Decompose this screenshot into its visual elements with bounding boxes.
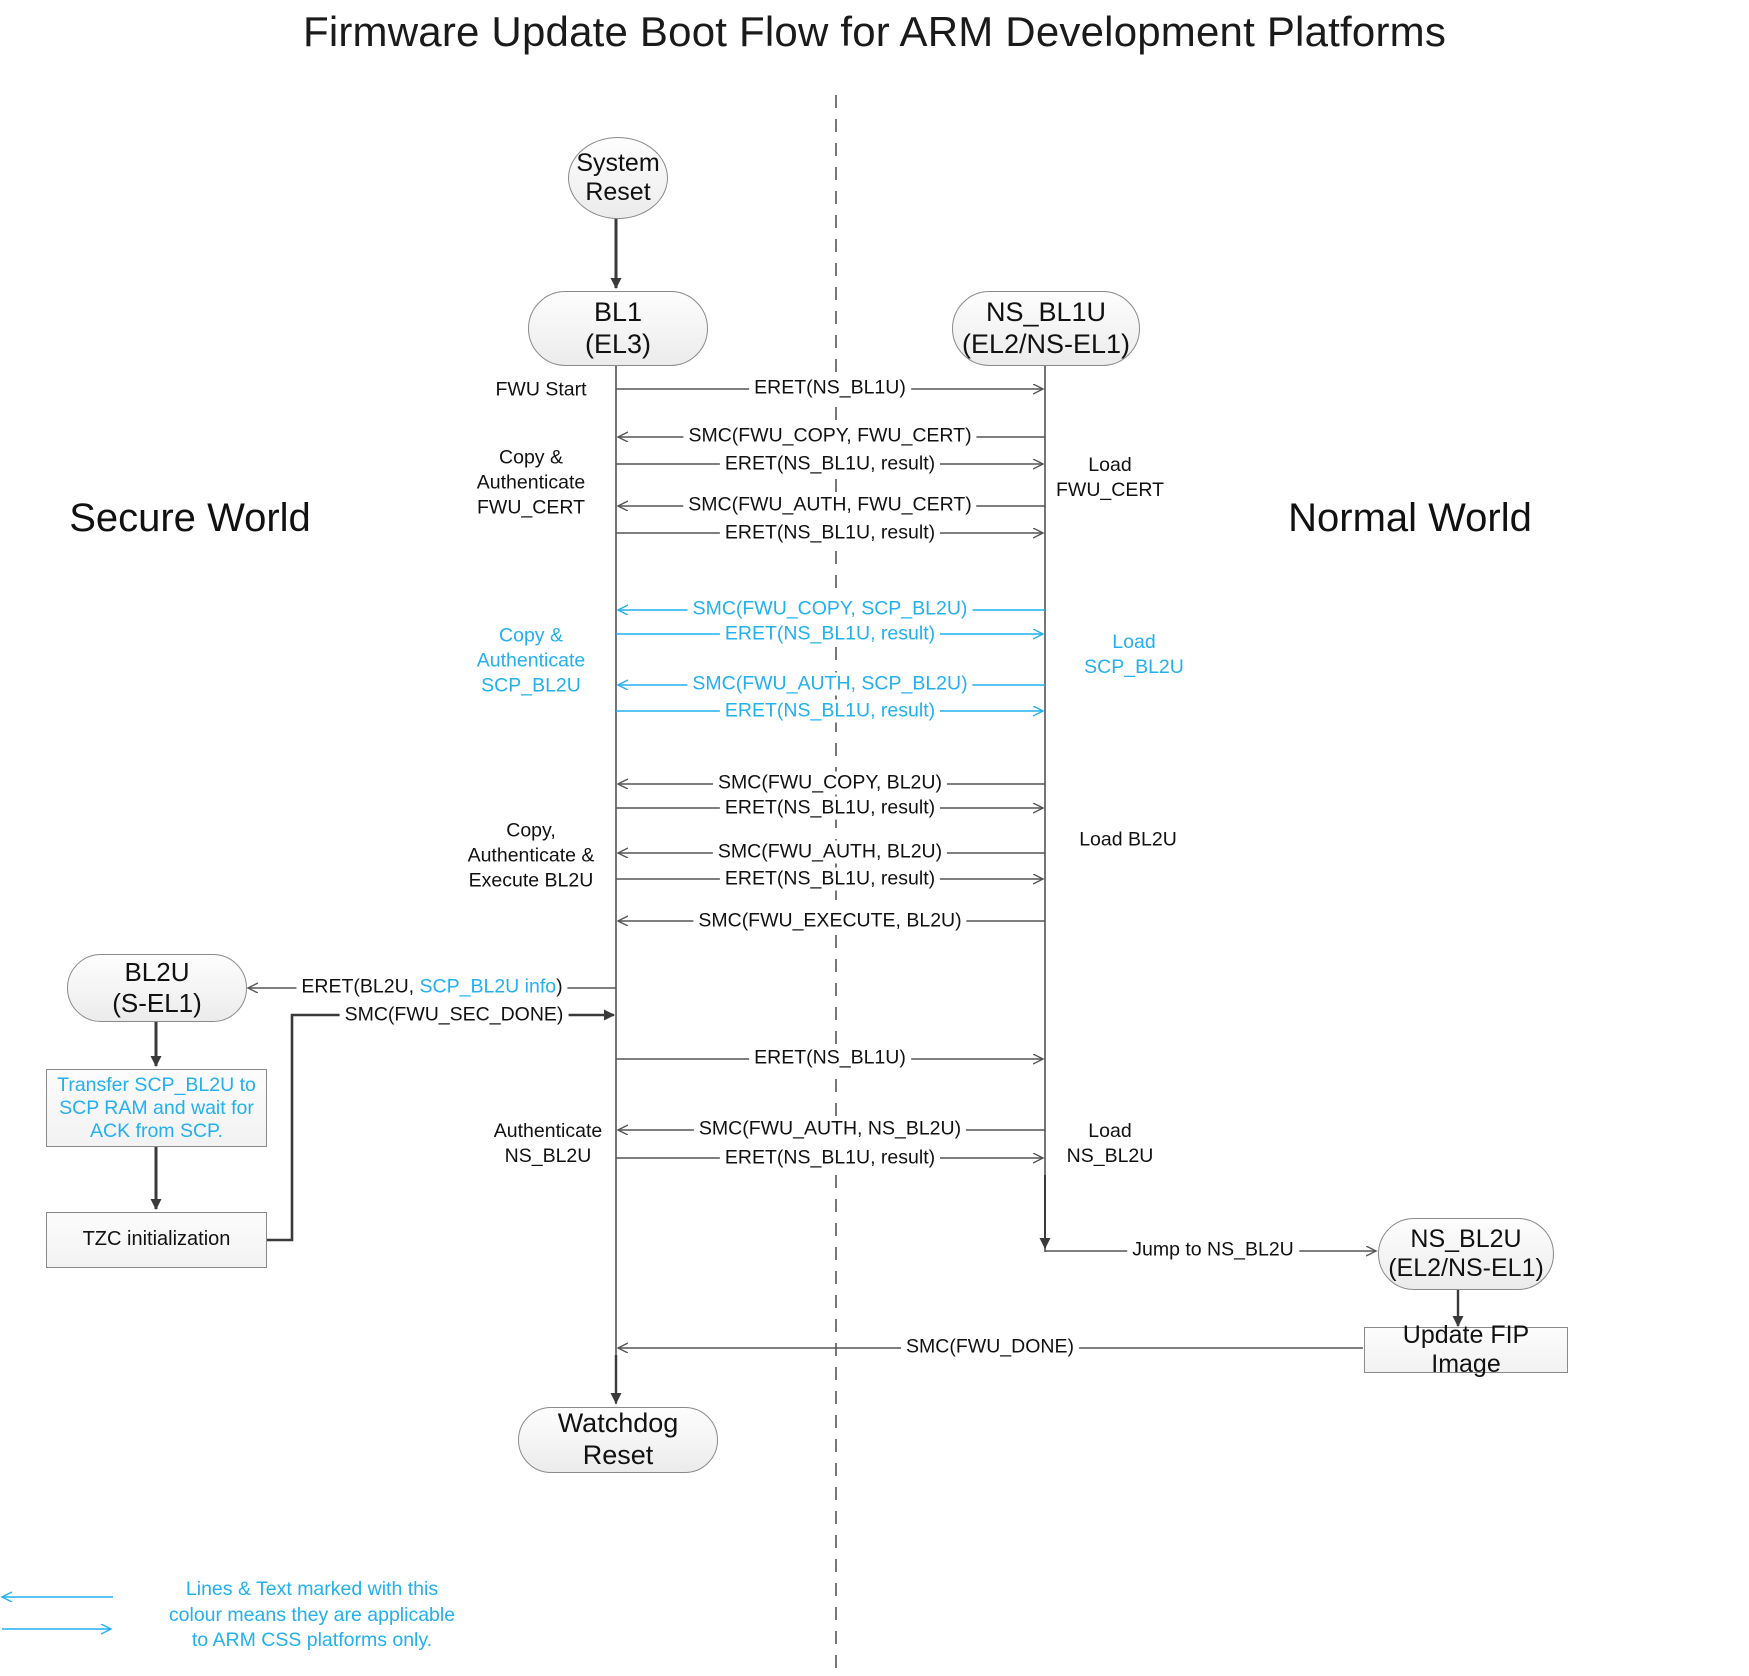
legend-line3: to ARM CSS platforms only. bbox=[191, 1629, 433, 1652]
node-system-reset-line2: Reset bbox=[585, 178, 651, 206]
secure-world-line2: World bbox=[207, 496, 311, 540]
label-load-ns-bl2u-l1: Load bbox=[1088, 1120, 1132, 1143]
label-load-ns-bl2u: Load NS_BL2U bbox=[1067, 1119, 1154, 1169]
label-authenticate-ns-bl2u: Authenticate NS_BL2U bbox=[494, 1119, 602, 1169]
label-load-fwu-cert-l2: FWU_CERT bbox=[1056, 479, 1164, 501]
message-label-m17: SMC(FWU_AUTH, NS_BL2U) bbox=[693, 1117, 967, 1141]
secure-world-label: Secure World bbox=[60, 495, 320, 541]
message-label-m15: SMC(FWU_SEC_DONE) bbox=[339, 1003, 569, 1027]
label-load-fwu-cert: Load FWU_CERT bbox=[1056, 453, 1164, 503]
message-label-m11: ERET(NS_BL1U, result) bbox=[719, 796, 941, 820]
page-title: Firmware Update Boot Flow for ARM Develo… bbox=[302, 8, 1447, 55]
message-label-m14: SMC(FWU_EXECUTE, BL2U) bbox=[693, 909, 967, 933]
message-label-m20: SMC(FWU_DONE) bbox=[901, 1335, 1079, 1359]
node-system-reset-line1: System bbox=[576, 148, 660, 177]
node-watchdog-label: Watchdog Reset bbox=[557, 1408, 679, 1470]
node-ns-bl2u-line1: NS_BL2U bbox=[1410, 1224, 1522, 1253]
label-load-ns-bl2u-l2: NS_BL2U bbox=[1066, 1145, 1154, 1167]
message-label-m18: ERET(NS_BL1U, result) bbox=[719, 1146, 941, 1170]
message-label-m7: ERET(NS_BL1U, result) bbox=[719, 622, 941, 646]
node-tzc-label: TZC initialization bbox=[82, 1228, 231, 1251]
message-label-m6: SMC(FWU_COPY, SCP_BL2U) bbox=[687, 597, 973, 621]
label-copy-auth-fwu-cert-l3: FWU_CERT bbox=[477, 496, 585, 519]
label-copy-auth-scp-l3: SCP_BL2U bbox=[481, 674, 581, 697]
node-watchdog-reset[interactable]: Watchdog Reset bbox=[518, 1407, 718, 1473]
message-label-m12: SMC(FWU_AUTH, BL2U) bbox=[712, 840, 948, 864]
normal-world-line1: Normal bbox=[1288, 496, 1418, 540]
message-label-m9: ERET(NS_BL1U, result) bbox=[719, 699, 941, 723]
node-ns-bl2u[interactable]: NS_BL2U (EL2/NS-EL1) bbox=[1378, 1218, 1554, 1290]
message-label-m10: SMC(FWU_COPY, BL2U) bbox=[713, 771, 947, 795]
node-bl1-line2: (EL3) bbox=[584, 328, 652, 359]
label-copy-auth-exec-bl2u: Copy, Authenticate & Execute BL2U bbox=[468, 819, 595, 894]
node-bl2u-line2: (S-EL1) bbox=[112, 988, 202, 1018]
node-transfer-line2: SCP RAM and wait for bbox=[59, 1096, 254, 1119]
label-fwu-start: FWU Start bbox=[495, 378, 587, 401]
message-label-m5: ERET(NS_BL1U, result) bbox=[719, 521, 941, 545]
node-tzc-initialization[interactable]: TZC initialization bbox=[46, 1212, 267, 1268]
node-update-fip-image[interactable]: Update FIP Image bbox=[1364, 1321, 1568, 1378]
node-ns-bl1u[interactable]: NS_BL1U (EL2/NS-EL1) bbox=[952, 291, 1140, 366]
node-bl2u[interactable]: BL2U (S-EL1) bbox=[67, 954, 247, 1022]
legend-line1: Lines & Text marked with this bbox=[185, 1578, 439, 1600]
label-load-fwu-cert-l1: Load bbox=[1088, 454, 1132, 477]
message-label-m2: SMC(FWU_COPY, FWU_CERT) bbox=[683, 424, 977, 448]
label-copy-auth-fwu-cert-l1: Copy & bbox=[499, 446, 563, 469]
label-copy-auth-scp-bl2u: Copy & Authenticate SCP_BL2U bbox=[477, 624, 585, 699]
node-bl1-line1: BL1 bbox=[593, 296, 643, 327]
legend-line2: colour means they are applicable bbox=[168, 1603, 456, 1626]
message-label-m13: ERET(NS_BL1U, result) bbox=[719, 867, 941, 891]
node-transfer-line3: ACK from SCP. bbox=[90, 1119, 223, 1142]
normal-world-label: Normal World bbox=[1280, 495, 1540, 541]
label-load-scp-bl2u: Load SCP_BL2U bbox=[1084, 630, 1184, 680]
secure-world-line1: Secure bbox=[69, 496, 196, 540]
label-copy-auth-exec-l3: Execute BL2U bbox=[468, 869, 594, 892]
label-auth-nsbl2u-l1: Authenticate bbox=[493, 1120, 603, 1143]
normal-world-line2: World bbox=[1428, 496, 1532, 540]
node-ns-bl1u-line2: (EL2/NS-EL1) bbox=[961, 328, 1131, 359]
node-ns-bl2u-line2: (EL2/NS-EL1) bbox=[1388, 1254, 1544, 1282]
label-copy-auth-exec-l2: Authenticate & bbox=[467, 844, 595, 867]
label-copy-auth-fwu-cert-l2: Authenticate bbox=[476, 471, 586, 494]
message-label-m8: SMC(FWU_AUTH, SCP_BL2U) bbox=[687, 672, 973, 696]
legend-text: Lines & Text marked with this colour mea… bbox=[142, 1577, 482, 1654]
message-label-m16: ERET(NS_BL1U) bbox=[749, 1046, 911, 1070]
label-load-scp-bl2u-l1: Load bbox=[1112, 631, 1156, 654]
label-load-scp-bl2u-l2: SCP_BL2U bbox=[1084, 656, 1184, 678]
message-label-m1: ERET(NS_BL1U) bbox=[749, 376, 911, 400]
node-bl2u-line1: BL2U bbox=[124, 957, 190, 988]
message-label-m19: Jump to NS_BL2U bbox=[1127, 1238, 1299, 1262]
node-ns-bl1u-line1: NS_BL1U bbox=[985, 296, 1107, 327]
label-copy-auth-scp-l1: Copy & bbox=[499, 624, 563, 647]
label-auth-nsbl2u-l2: NS_BL2U bbox=[504, 1145, 592, 1167]
node-update-fip-label: Update FIP Image bbox=[1402, 1320, 1530, 1379]
message-label-m3: ERET(NS_BL1U, result) bbox=[719, 452, 941, 476]
message-label-m4: SMC(FWU_AUTH, FWU_CERT) bbox=[683, 493, 977, 517]
label-copy-auth-fwu-cert: Copy & Authenticate FWU_CERT bbox=[477, 446, 585, 521]
node-system-reset[interactable]: System Reset bbox=[568, 137, 668, 219]
eret-bl2u-prefix: ERET(BL2U, bbox=[301, 975, 420, 998]
message-label-eret-bl2u: ERET(BL2U, SCP_BL2U info) bbox=[296, 975, 568, 999]
node-transfer-line1: Transfer SCP_BL2U to bbox=[57, 1073, 256, 1096]
node-transfer-scp-bl2u[interactable]: Transfer SCP_BL2U to SCP RAM and wait fo… bbox=[46, 1069, 267, 1147]
eret-bl2u-suffix: ) bbox=[556, 975, 563, 998]
label-load-bl2u: Load BL2U bbox=[1079, 828, 1177, 851]
label-copy-auth-scp-l2: Authenticate bbox=[476, 649, 586, 672]
eret-bl2u-cyan-part: SCP_BL2U info bbox=[419, 975, 557, 998]
label-copy-auth-exec-l1: Copy, bbox=[506, 819, 556, 842]
node-bl1[interactable]: BL1 (EL3) bbox=[528, 291, 708, 366]
